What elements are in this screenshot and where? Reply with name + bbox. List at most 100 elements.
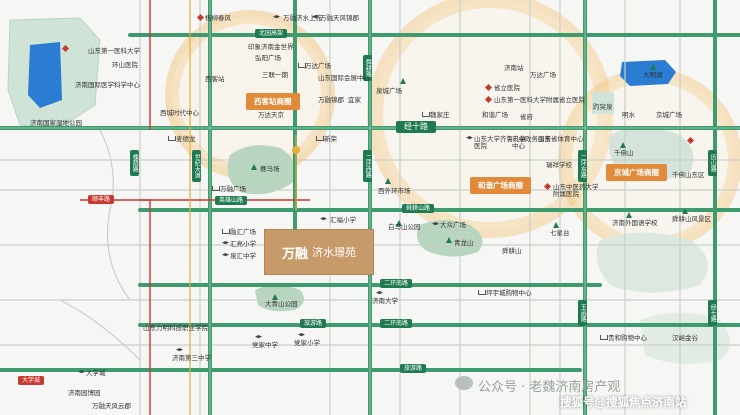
road-jingqi: 经七路	[708, 300, 718, 326]
poi-sdzy: 山东中医药大学附属医院	[553, 183, 599, 198]
poi-hanyu: 汉峪金谷	[672, 334, 698, 342]
graduation-cap-icon	[78, 370, 85, 374]
poi-huiyao: 汇亮小学	[230, 240, 256, 248]
tree-icon	[251, 164, 257, 170]
road-daxuecheng: 大学城	[18, 376, 45, 386]
poi-jinan-park: 济南园博园	[68, 389, 101, 397]
graduation-cap-icon	[320, 217, 327, 221]
shopping-cart-icon	[298, 63, 306, 68]
graduation-cap-icon	[312, 15, 319, 19]
poi-jingcheng-sq: 京城广场	[656, 111, 682, 119]
poi-guihe: 贵和购物中心	[608, 334, 647, 342]
poi-he-ping: 和谐广场	[482, 111, 508, 119]
poi-ronghui: 融汇广场	[230, 228, 256, 236]
poi-wanrong-sq: 万融广场	[220, 185, 246, 193]
poi-yuehan: 舜耕山	[502, 247, 522, 255]
poi-intl-science: 济南国际医学科学中心	[75, 81, 140, 89]
poi-baotu: 趵突泉	[593, 103, 613, 111]
poi-saima: 赛马场	[260, 165, 280, 173]
shopping-cart-icon	[212, 186, 220, 191]
poi-shenyun: 省立医院	[494, 84, 520, 92]
shopping-cart-icon	[478, 290, 486, 295]
project-brand-box[interactable]: 万融 济水璟苑	[264, 229, 374, 275]
poi-hongli: 弘阳广场	[255, 54, 281, 62]
hemu-cluster-halo	[367, 0, 613, 238]
poi-jinan-school: 济南外国语学校	[612, 219, 658, 227]
tree-icon	[626, 212, 632, 218]
road-lvyou-2: 旅游路	[400, 364, 427, 374]
poi-wanda-tianjing: 万达天京	[258, 111, 284, 119]
lake-west	[28, 42, 62, 108]
tree-icon	[446, 237, 452, 243]
poi-yinzuo: 印象济南金世界	[248, 43, 294, 51]
road-shunfeng: 顺丰路	[88, 195, 115, 205]
shopping-cart-icon	[600, 335, 608, 340]
poi-shengfu: 省府	[520, 113, 533, 121]
poi-dongyi: 党家中学	[252, 341, 278, 349]
hill-mashan	[227, 145, 297, 195]
poi-quancheng: 泉城广场	[376, 87, 402, 95]
tree-icon	[396, 220, 402, 226]
poi-xishi-dept: 西城时代中心	[160, 109, 199, 117]
poi-qianfo-d: 千佛山东区	[672, 171, 705, 179]
road-huaiyin: 槐荫路	[130, 150, 140, 176]
poi-daqing-park: 大青山公园	[265, 300, 298, 308]
poi-dazhong: 大众广场	[440, 221, 466, 229]
poi-xiao-west: 西客站	[205, 75, 225, 83]
tree-icon	[385, 178, 391, 184]
poi-yingguang: 宜家	[348, 96, 361, 104]
poi-baima: 白马山公园	[388, 223, 421, 231]
road-yuhan: 舜耕路	[363, 55, 373, 81]
road-yingxiong: 英雄山路	[215, 196, 248, 206]
road-yuquan: 玉函路	[578, 300, 588, 326]
watermark-wechat: 公众号 · 老魏济南房产观	[478, 380, 621, 395]
poi-huishan: 汇福小学	[330, 216, 356, 224]
graduation-cap-icon	[298, 333, 305, 337]
graduation-cap-icon	[432, 222, 439, 226]
graduation-cap-icon	[273, 15, 280, 19]
poi-maijing: 麦德龙	[176, 135, 196, 143]
poi-gj-center: 山东国际会展中心	[318, 74, 370, 82]
graduation-cap-icon	[222, 253, 229, 257]
tree-icon	[682, 208, 688, 214]
road-erhuan-south-1: 二环南路	[380, 279, 413, 289]
poi-yuhan-mt: 舜耕山风景区	[672, 215, 711, 223]
road-erhuan-east: 二环东路	[578, 150, 588, 182]
poi-xinrong: 新荣	[324, 135, 337, 143]
brand-mark: 万融	[281, 246, 308, 262]
poi-sd-1st: 山东第一医科大学附属省立医院	[494, 96, 585, 104]
cluster-hemu: 和谐广场商圈	[470, 177, 531, 194]
shopping-cart-icon	[316, 136, 324, 141]
graduation-cap-icon	[176, 348, 183, 352]
graduation-cap-icon	[222, 241, 229, 245]
poi-ad-center: 市中政务服务中心	[512, 135, 551, 150]
poi-sports: 山东省体育中心	[538, 135, 584, 143]
hill-daqing	[255, 285, 304, 312]
cluster-west: 西客站商圈	[246, 93, 300, 110]
shopping-cart-icon	[168, 136, 176, 141]
watermark-sohu: 搜狐号@搜狐焦点济南站	[560, 395, 687, 409]
poi-jinan-univ: 济南大学	[372, 297, 398, 305]
tree-icon	[400, 78, 406, 84]
lake-daming	[620, 60, 676, 86]
poi-wanrong-tianfeng: 万融天风锦郡	[320, 14, 359, 22]
road-beiyuan: 北园高架	[255, 29, 288, 39]
poi-ping-city: 坪宇城购物中心	[486, 289, 532, 297]
graduation-cap-icon	[255, 335, 262, 339]
poi-mingshi: 明水	[622, 111, 635, 119]
poi-dang-primary: 党家小学	[294, 339, 320, 347]
shopping-cart-icon	[422, 112, 430, 117]
poi-sanlian: 三联一期	[262, 71, 288, 79]
poi-wanrong-jinfu: 万融锦郡	[318, 96, 344, 104]
poi-daxue-city: 大学城	[86, 369, 106, 377]
poi-xiwaihuan: 西外环市场	[378, 187, 411, 195]
poi-wanrong-spring: 万融济水上苑	[283, 14, 322, 22]
road-lishan: 历山路	[708, 150, 718, 176]
road-erhuan-west: 二环西路	[363, 150, 373, 182]
poi-ruixiang: 瑞祥学校	[546, 161, 572, 169]
poi-daming: 大明湖	[643, 71, 663, 79]
poi-jnwetland: 济南国家湿地公园	[30, 119, 82, 127]
poi-weidong: 魏家庄	[430, 111, 450, 119]
